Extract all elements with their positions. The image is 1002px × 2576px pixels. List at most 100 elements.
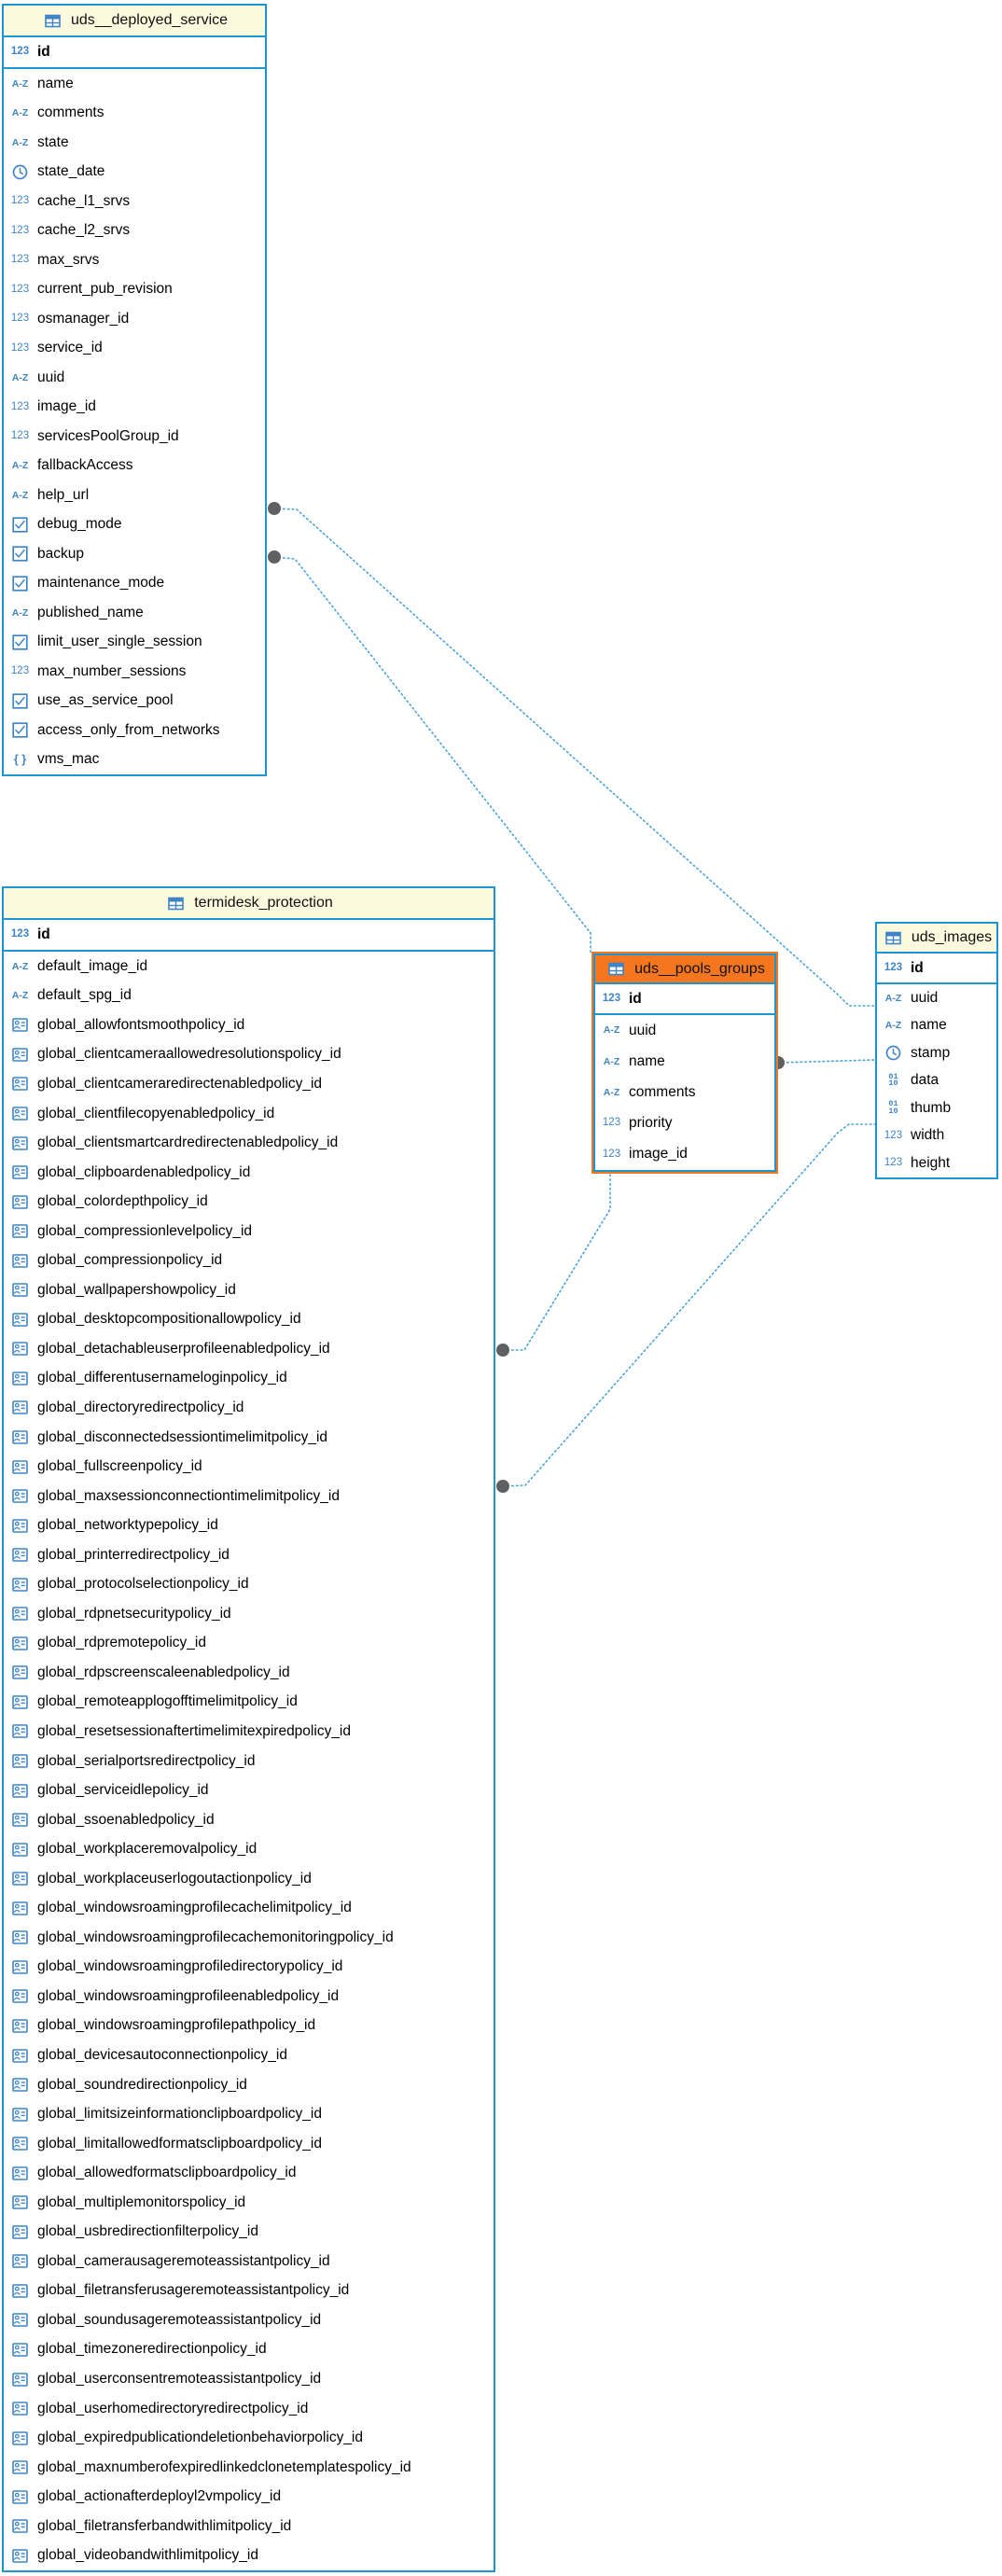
column-row-global_soundredirectionpolicy_id[interactable]: global_soundredirectionpolicy_id [4, 2070, 494, 2100]
column-row-global_remoteapplogofftimelimitpolicy_id[interactable]: global_remoteapplogofftimelimitpolicy_id [4, 1688, 494, 1718]
column-row-global_protocolselectionpolicy_id[interactable]: global_protocolselectionpolicy_id [4, 1569, 494, 1599]
column-row-global_filetransferbandwithlimitpolicy_id[interactable]: global_filetransferbandwithlimitpolicy_i… [4, 2512, 494, 2541]
column-row-global_rdpremotepolicy_id[interactable]: global_rdpremotepolicy_id [4, 1629, 494, 1659]
column-row-global_actionafterdeployl2vmpolicy_id[interactable]: global_actionafterdeployl2vmpolicy_id [4, 2482, 494, 2512]
column-row-global_windowsroamingprofilepathpolicy_id[interactable]: global_windowsroamingprofilepathpolicy_i… [4, 2012, 494, 2041]
column-row-global_resetsessionaftertimelimitexpiredpolicy_id[interactable]: global_resetsessionaftertimelimitexpired… [4, 1717, 494, 1747]
column-row-global_soundusageremoteassistantpolicy_id[interactable]: global_soundusageremoteassistantpolicy_i… [4, 2305, 494, 2335]
column-row-global_compressionlevelpolicy_id[interactable]: global_compressionlevelpolicy_id [4, 1217, 494, 1246]
column-row-global_windowsroamingprofilecachemonitoringpolicy_id[interactable]: global_windowsroamingprofilecachemonitor… [4, 1923, 494, 1953]
column-row-global_clientcameraallowedresolutionspolicy_id[interactable]: global_clientcameraallowedresolutionspol… [4, 1040, 494, 1070]
column-row-global_userhomedirectoryredirectpolicy_id[interactable]: global_userhomedirectoryredirectpolicy_i… [4, 2394, 494, 2424]
column-row-maintenance_mode[interactable]: maintenance_mode [4, 569, 265, 599]
column-row-global_filetransferusageremoteassistantpolicy_id[interactable]: global_filetransferusageremoteassistantp… [4, 2277, 494, 2306]
column-row-global_desktopcompositionallowpolicy_id[interactable]: global_desktopcompositionallowpolicy_id [4, 1305, 494, 1335]
column-row-global_workplaceuserlogoutactionpolicy_id[interactable]: global_workplaceuserlogoutactionpolicy_i… [4, 1864, 494, 1894]
column-row-global_camerausageremoteassistantpolicy_id[interactable]: global_camerausageremoteassistantpolicy_… [4, 2247, 494, 2277]
column-row-global_wallpapershowpolicy_id[interactable]: global_wallpapershowpolicy_id [4, 1275, 494, 1305]
column-row-global_clipboardenabledpolicy_id[interactable]: global_clipboardenabledpolicy_id [4, 1158, 494, 1188]
column-row-global_allowfontsmoothpolicy_id[interactable]: global_allowfontsmoothpolicy_id [4, 1010, 494, 1040]
column-row-stamp[interactable]: stamp [877, 1039, 996, 1067]
column-row-global_rdpnetsecuritypolicy_id[interactable]: global_rdpnetsecuritypolicy_id [4, 1599, 494, 1629]
column-row-global_detachableuserprofileenabledpolicy_id[interactable]: global_detachableuserprofileenabledpolic… [4, 1334, 494, 1364]
column-row-global_multiplemonitorspolicy_id[interactable]: global_multiplemonitorspolicy_id [4, 2188, 494, 2218]
entity-header[interactable]: termidesk_protection [4, 888, 494, 920]
column-row-global_disconnectedsessiontimelimitpolicy_id[interactable]: global_disconnectedsessiontimelimitpolic… [4, 1423, 494, 1453]
column-row-backup[interactable]: backup [4, 539, 265, 569]
column-row-global_fullscreenpolicy_id[interactable]: global_fullscreenpolicy_id [4, 1452, 494, 1482]
column-row-global_printerredirectpolicy_id[interactable]: global_printerredirectpolicy_id [4, 1540, 494, 1570]
column-row-global_ssoenabledpolicy_id[interactable]: global_ssoenabledpolicy_id [4, 1805, 494, 1835]
column-row-global_limitallowedformatsclipboardpolicy_id[interactable]: global_limitallowedformatsclipboardpolic… [4, 2129, 494, 2159]
column-row-global_maxsessionconnectiontimelimitpolicy_id[interactable]: global_maxsessionconnectiontimelimitpoli… [4, 1482, 494, 1511]
column-row-global_colordepthpolicy_id[interactable]: global_colordepthpolicy_id [4, 1187, 494, 1217]
column-row-global_maxnumberofexpiredlinkedclonetemplatespolicy_id[interactable]: global_maxnumberofexpiredlinkedclonetemp… [4, 2453, 494, 2483]
column-row-global_videobandwithlimitpolicy_id[interactable]: global_videobandwithlimitpolicy_id [4, 2541, 494, 2571]
column-row-global_networktypepolicy_id[interactable]: global_networktypepolicy_id [4, 1511, 494, 1540]
column-row-global_clientcameraredirectenabledpolicy_id[interactable]: global_clientcameraredirectenabledpolicy… [4, 1069, 494, 1099]
column-row-global_timezoneredirectionpolicy_id[interactable]: global_timezoneredirectionpolicy_id [4, 2335, 494, 2365]
column-row-global_windowsroamingprofiledirectorypolicy_id[interactable]: global_windowsroamingprofiledirectorypol… [4, 1953, 494, 1983]
column-row-global_devicesautoconnectionpolicy_id[interactable]: global_devicesautoconnectionpolicy_id [4, 2040, 494, 2070]
column-row-global_rdpscreenscaleenabledpolicy_id[interactable]: global_rdpscreenscaleenabledpolicy_id [4, 1658, 494, 1688]
column-row-access_only_from_networks[interactable]: access_only_from_networks [4, 716, 265, 745]
column-row-global_windowsroamingprofilecachelimitpolicy_id[interactable]: global_windowsroamingprofilecachelimitpo… [4, 1894, 494, 1924]
entity-header[interactable]: uds__deployed_service [4, 6, 265, 37]
column-row-debug_mode[interactable]: debug_mode [4, 510, 265, 540]
column-row-global_compressionpolicy_id[interactable]: global_compressionpolicy_id [4, 1246, 494, 1275]
column-row-global_clientsmartcardredirectenabledpolicy_id[interactable]: global_clientsmartcardredirectenabledpol… [4, 1128, 494, 1158]
column-row-global_clientfilecopyenabledpolicy_id[interactable]: global_clientfilecopyenabledpolicy_id [4, 1099, 494, 1129]
column-row-use_as_service_pool[interactable]: use_as_service_pool [4, 687, 265, 717]
entity-header[interactable]: uds__pools_groups [595, 955, 774, 984]
column-row-state_date[interactable]: state_date [4, 158, 265, 188]
column-row-global_windowsroamingprofileenabledpolicy_id[interactable]: global_windowsroamingprofileenabledpolic… [4, 1982, 494, 2012]
column-row-global_serviceidlepolicy_id[interactable]: global_serviceidlepolicy_id [4, 1775, 494, 1805]
column-row-global_directoryredirectpolicy_id[interactable]: global_directoryredirectpolicy_id [4, 1393, 494, 1423]
column-row-global_limitsizeinformationclipboardpolicy_id[interactable]: global_limitsizeinformationclipboardpoli… [4, 2099, 494, 2129]
column-row-global_workplaceremovalpolicy_id[interactable]: global_workplaceremovalpolicy_id [4, 1834, 494, 1864]
column-row-global_expiredpublicationdeletionbehaviorpolicy_id[interactable]: global_expiredpublicationdeletionbehavio… [4, 2423, 494, 2453]
column-row-global_allowedformatsclipboardpolicy_id[interactable]: global_allowedformatsclipboardpolicy_id [4, 2158, 494, 2188]
column-row-global_userconsentremoteassistantpolicy_id[interactable]: global_userconsentremoteassistantpolicy_… [4, 2364, 494, 2394]
column-row-limit_user_single_session[interactable]: limit_user_single_session [4, 628, 265, 658]
entity-header[interactable]: uds_images [877, 924, 996, 954]
column-row-vms_mac[interactable]: { }vms_mac [4, 745, 265, 775]
column-row-global_usbredirectionfilterpolicy_id[interactable]: global_usbredirectionfilterpolicy_id [4, 2218, 494, 2248]
